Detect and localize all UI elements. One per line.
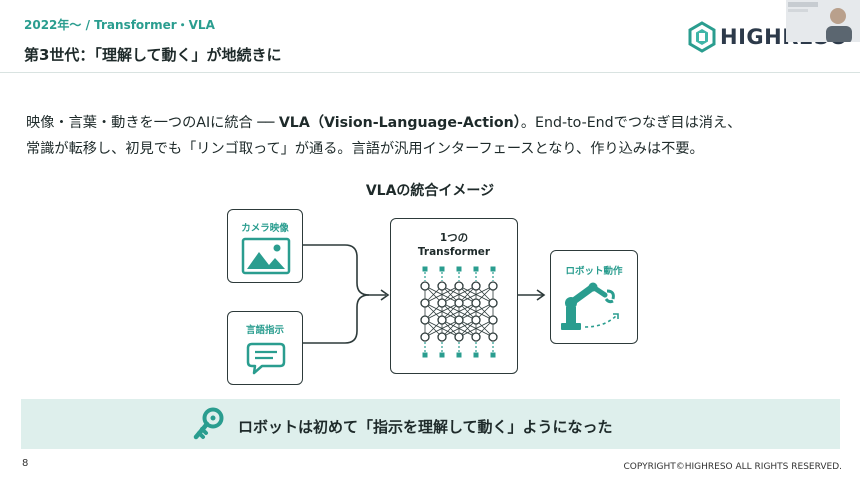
conclusion-banner: [21, 399, 840, 449]
page-number: 8: [22, 458, 29, 469]
copyright-text: COPYRIGHT©HIGHRESO ALL RIGHTS RESERVED.: [623, 462, 842, 472]
body-line-2: 常識が転移し、初見でも「リンゴ取って」が通る。言語が汎用インターフェースとなり、…: [26, 141, 704, 157]
language-label: 言語指示: [245, 325, 284, 336]
body-line-1-prefix: 映像・言葉・動きを一つのAIに統合 ──: [26, 115, 279, 131]
neural-network-icon: [420, 266, 498, 358]
transformer-label-line1: 1つの: [439, 232, 469, 244]
key-icon: [193, 407, 224, 440]
diagram-title: VLAの統合イメージ: [365, 183, 495, 199]
speech-bubble-icon: [246, 342, 286, 375]
presenter-avatar-icon: [786, 0, 860, 42]
hexagon-logo-icon: [688, 21, 716, 53]
robot-output-box: ロボット動作: [550, 250, 638, 344]
title-divider: [0, 72, 860, 73]
transformer-label-line2: Transformer: [417, 246, 491, 258]
section-kicker: 2022年〜 / Transformer・VLA: [24, 18, 215, 32]
camera-input-box: カメラ映像: [227, 209, 303, 283]
image-icon: [241, 237, 291, 275]
body-line-1-suffix: 。End-to-Endでつなぎ目は消え、: [520, 115, 742, 131]
banner-text: ロボットは初めて「指示を理解して動く」ようになった: [238, 418, 613, 436]
camera-label: カメラ映像: [241, 223, 289, 234]
robot-arm-icon: [561, 282, 619, 330]
presenter-video-thumbnail: [786, 0, 860, 42]
transformer-box: 1つの Transformer: [390, 218, 518, 374]
body-line-1-bold: VLA（Vision-Language-Action）: [278, 115, 521, 131]
slide-title: 第3世代：「理解して動く」が地続きに: [24, 46, 282, 64]
body-paragraph: 映像・言葉・動きを一つのAIに統合 ── VLA（Vision-Language…: [26, 110, 846, 162]
robot-label: ロボット動作: [565, 266, 623, 277]
body-line-1: 映像・言葉・動きを一つのAIに統合 ── VLA（Vision-Language…: [26, 110, 846, 136]
language-input-box: 言語指示: [227, 311, 303, 385]
